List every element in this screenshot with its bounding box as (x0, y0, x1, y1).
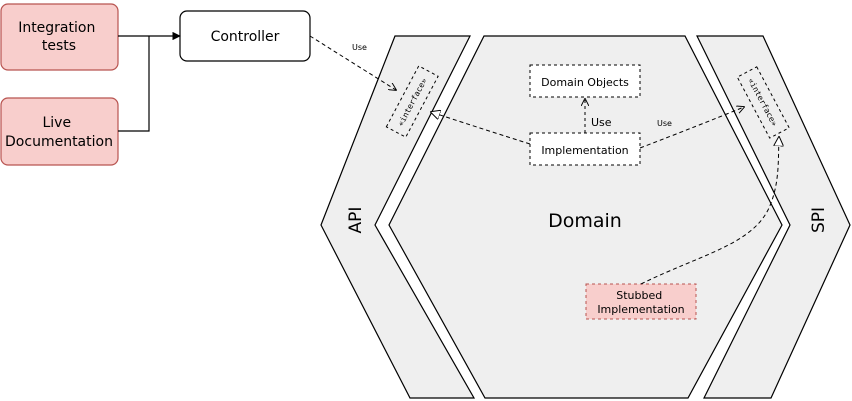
svg-text:Stubbed Implementation: Stubbed Implementation (597, 289, 684, 316)
domain-objects-label: Domain Objects (541, 76, 629, 89)
spi-band (696, 35, 851, 399)
svg-text:Integration tests: Integration tests (18, 20, 100, 54)
implementation-box (529, 132, 641, 166)
stubbed-implementation-label-line-2: Implementation (597, 303, 684, 316)
controller-to-api-edge-label: Use (352, 43, 367, 52)
implementation-to-domain-objects-edge-label: Use (591, 116, 612, 129)
stubbed-to-spi-edge (640, 137, 779, 285)
spi-region-label: SPI (809, 207, 829, 233)
domain-objects-box (529, 64, 641, 98)
implementation-label: Implementation (541, 144, 628, 157)
controller-label: Controller (211, 29, 280, 45)
api-band (320, 35, 476, 399)
stubbed-implementation-box (585, 283, 697, 320)
implementation-to-spi-edge-label: Use (657, 119, 672, 128)
api-region-label: API (346, 207, 366, 234)
integration-tests-label-line-1: Integration (18, 20, 95, 36)
integration-tests-box (0, 3, 119, 71)
domain-region-label: Domain (548, 210, 622, 232)
live-documentation-box (0, 97, 119, 166)
integration-tests-label-line-2: tests (42, 38, 76, 54)
implementation-to-api-edge (431, 112, 531, 145)
svg-text:Live Documentation: Live Documentation (5, 115, 113, 150)
controller-to-api-edge (309, 35, 396, 90)
implementation-to-spi-edge (639, 107, 744, 149)
live-documentation-label-line-2: Documentation (5, 134, 113, 150)
live-documentation-label-line-1: Live (42, 115, 71, 131)
stubbed-implementation-label-line-1: Stubbed (616, 289, 662, 302)
live-documentation-connector (118, 36, 150, 132)
